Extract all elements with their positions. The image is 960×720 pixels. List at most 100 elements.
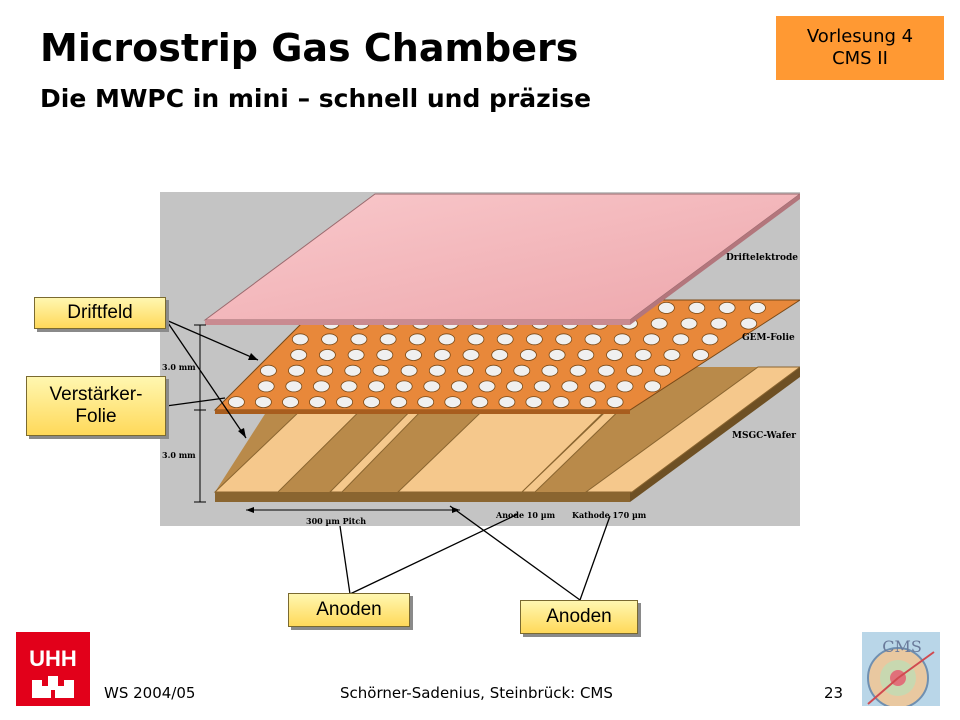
callout-driftfeld: Driftfeld: [34, 297, 166, 329]
gem-hole: [316, 364, 334, 377]
gem-hole: [390, 396, 408, 409]
slide-subtitle: Die MWPC in mini – schnell und präzise: [40, 84, 592, 113]
gem-hole: [506, 380, 524, 393]
gem-hole: [467, 333, 485, 346]
gem-foil-edge: [215, 410, 630, 414]
label-msgc-wafer: MSGC-Wafer: [732, 431, 796, 441]
drift-electrode-front-edge: [205, 320, 630, 325]
hamburg-castle-icon: [32, 676, 74, 698]
gem-hole: [643, 333, 660, 346]
gem-hole: [519, 349, 537, 361]
gem-hole: [312, 380, 330, 393]
gem-hole: [285, 380, 303, 393]
gem-hole: [344, 364, 362, 377]
gem-hole: [688, 302, 706, 314]
gem-hole: [257, 380, 275, 393]
callout-verstaerker-line-2: Folie: [75, 406, 117, 427]
label-gem-folie: GEM-Folie: [742, 333, 795, 343]
gem-hole: [290, 349, 308, 361]
gem-hole: [491, 349, 509, 361]
gem-hole: [710, 317, 728, 330]
callout-driftfeld-text: Driftfeld: [67, 302, 133, 323]
callout-verstaerker-folie: Verstärker- Folie: [26, 376, 166, 436]
gem-hole: [363, 396, 381, 409]
gem-hole: [282, 396, 299, 409]
cms-logo: CMS: [862, 632, 940, 706]
gem-hole: [680, 317, 698, 330]
callout-anoden-right: Anoden: [520, 600, 638, 634]
gem-hole: [471, 396, 489, 409]
leader-anoden-right-2: [579, 515, 611, 601]
gem-hole: [309, 396, 326, 409]
label-gap-bottom: 3.0 mm: [162, 450, 196, 460]
gem-hole: [749, 302, 766, 314]
gem-hole: [616, 380, 634, 393]
gem-hole: [318, 349, 336, 361]
gem-hole: [376, 349, 394, 361]
gem-hole: [462, 349, 480, 361]
slide-title: Microstrip Gas Chambers: [40, 26, 579, 70]
gem-hole: [513, 364, 531, 377]
msgc-diagram: Driftelektrode GEM-Folie MSGC-Wafer 3.0 …: [160, 192, 800, 526]
gem-hole: [368, 380, 386, 393]
gem-hole: [291, 333, 309, 346]
pitch-arrow-right: [452, 507, 460, 513]
gem-hole: [597, 364, 615, 377]
label-anode-width: Anode 10 µm: [495, 510, 556, 520]
gem-hole: [625, 364, 643, 377]
gem-hole: [498, 396, 516, 409]
gem-hole: [525, 396, 543, 409]
gem-hole: [634, 349, 652, 361]
footer-page-number: 23: [824, 684, 844, 702]
gem-hole: [321, 333, 339, 346]
leader-anoden-left-2: [349, 513, 519, 595]
gem-hole: [577, 349, 595, 361]
gem-hole: [740, 317, 758, 330]
gem-hole: [663, 349, 681, 361]
gem-hole: [417, 396, 435, 409]
uhh-logo: UHH: [16, 632, 90, 706]
footer-authors: Schörner-Sadenius, Steinbrück: CMS: [340, 684, 613, 702]
gem-hole: [450, 380, 468, 393]
gem-hole: [395, 380, 413, 393]
gem-hole: [606, 349, 623, 361]
gem-hole: [379, 333, 397, 346]
gem-hole: [423, 380, 441, 393]
leader-anoden-left-1: [339, 525, 351, 595]
badge-line-1: Vorlesung 4: [806, 26, 914, 47]
gem-hole: [718, 302, 736, 314]
gem-hole: [555, 333, 573, 346]
wafer-front-edge: [215, 492, 630, 502]
gem-hole: [548, 349, 566, 361]
gem-hole: [457, 364, 474, 377]
gem-hole: [288, 364, 305, 377]
gem-hole: [408, 333, 426, 346]
label-kathode-width: Kathode 170 µm: [572, 510, 647, 520]
label-gap-top: 3.0 mm: [162, 362, 196, 372]
msgc-diagram-svg: Driftelektrode GEM-Folie MSGC-Wafer 3.0 …: [162, 193, 800, 526]
cms-logo-text: CMS: [882, 637, 922, 656]
gem-hole: [606, 396, 624, 409]
callout-verstaerker-line-1: Verstärker-: [49, 384, 143, 405]
gem-hole: [533, 380, 551, 393]
label-pitch: 300 µm Pitch: [306, 516, 366, 526]
gem-hole: [584, 333, 602, 346]
gem-hole: [340, 380, 358, 393]
gem-hole: [644, 380, 662, 393]
gem-hole: [672, 333, 690, 346]
gem-hole: [588, 380, 606, 393]
gem-hole: [657, 302, 675, 314]
gem-hole: [260, 364, 277, 377]
gem-hole: [478, 380, 496, 393]
gem-hole: [444, 396, 462, 409]
gem-hole: [405, 349, 422, 361]
gem-hole: [569, 364, 587, 377]
pitch-arrow-left: [246, 507, 254, 513]
gem-hole: [552, 396, 570, 409]
gem-hole: [650, 317, 668, 330]
gem-hole: [400, 364, 418, 377]
gem-hole: [485, 364, 503, 377]
gem-hole: [428, 364, 446, 377]
gem-hole: [525, 333, 543, 346]
gem-hole: [228, 396, 245, 409]
